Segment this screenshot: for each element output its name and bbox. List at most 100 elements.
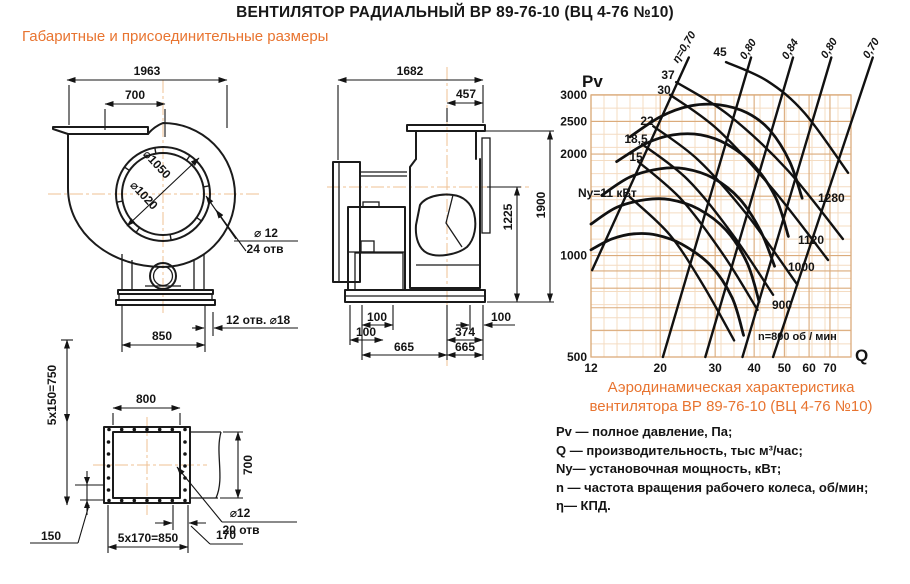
dim-label: 850 [152,329,172,343]
chart-annotation: 18,5 [624,132,648,146]
x-tick-label: 40 [747,361,761,375]
x-tick-label: 12 [584,361,598,375]
dim-overall-width: 1963 [66,64,228,128]
rpm-curve [589,197,761,304]
dim-label: ⌀12 [230,506,251,520]
dim-label: 100 [356,325,376,339]
page-subtitle: Габаритные и присоединительные размеры [22,28,329,45]
dim-label: 1225 [501,203,515,230]
side-view-drawing: 1682 457 [327,64,554,367]
dim-label: 665 [455,340,475,354]
y-tick-label: 1000 [560,249,587,263]
dim-label: 12 отв. ⌀18 [226,313,291,327]
chart-annotation: 15 [629,150,643,164]
dim-overall-length: 1682 [337,64,484,160]
x-tick-label: 70 [823,361,837,375]
x-tick-label: 20 [654,361,668,375]
motor-block [347,201,406,291]
dim-label: 150 [41,529,61,543]
dim-inlet-offset: 700 [104,88,166,137]
dim-label: 700 [241,455,255,475]
legend-heading-1: Аэродинамическая характеристика [607,379,855,396]
dim-outlet-width: 457 [446,87,484,122]
rpm-curve [615,132,790,238]
leader-inlet-holes: ⌀ 12 24 отв [205,195,298,256]
chart-annotation: 30 [657,83,671,97]
base-frame [344,289,486,303]
chart-annotation: n=800 об / мин [758,331,837,343]
x-tick-label: 60 [802,361,816,375]
chart-annotation: 1280 [818,191,845,205]
dim-label: 5x170=850 [118,531,179,545]
efficiency-line [771,56,874,359]
page-title: ВЕНТИЛЯТОР РАДИАЛЬНЫЙ ВР 89-76-10 (ВЦ 4-… [236,4,674,21]
legend-item: Pv — полное давление, Па; [556,424,733,439]
y-tick-label: 3000 [560,88,587,102]
chart-annotation: 0,70 [861,35,883,60]
casing-profile [409,137,491,289]
dim-label: 800 [136,392,156,406]
outlet-duct [406,124,486,160]
power-curve [674,80,845,241]
base-plates [115,289,216,306]
x-tick-label: 30 [708,361,722,375]
dim-label: 457 [456,87,476,101]
y-tick-label: 2500 [560,114,587,128]
power-curve [628,195,736,342]
duct-stub [190,431,222,499]
chart-annotation: η=0,70 [670,29,699,65]
dim-label: 1900 [534,191,548,218]
support-legs [121,254,205,290]
dim-label: 374 [455,325,475,339]
dim-label: 100 [491,310,511,324]
dim-bolt-rows: 5x150=750 [45,339,73,506]
shaft-circle [145,262,181,290]
chart-legend: Аэродинамическая характеристика вентилят… [556,378,906,516]
dim-label: ⌀1050 [140,147,174,182]
dim-pitch-170: 170 [155,505,243,545]
rpm-curve [600,166,776,268]
dim-axis-height: 1225 [487,186,521,303]
dim-base-width: 850 [121,305,206,352]
dim-width-top: 800 [112,392,181,425]
dim-label: ⌀ 12 [254,226,278,240]
dim-base-rows: 100 100 100 374 665 665 [349,305,515,360]
legend-item: Ny— установочная мощность, кВт; [556,461,782,476]
chart-annotation: 22 [640,114,654,128]
inlet-collar [332,161,407,283]
dim-overall-height: 1900 [485,130,554,303]
chart-annotation: 900 [772,298,792,312]
chart-annotation: 0,80 [738,36,760,61]
flange-body [103,426,191,504]
rpm-curve [628,102,804,200]
casing-outline [67,122,236,268]
chart-annotation: Q [855,346,868,365]
chart-annotation: Ny=11 кВт [578,186,637,200]
dim-height-side: 700 [220,431,255,499]
chart-annotation: 1000 [788,260,815,274]
dim-label: 665 [394,340,414,354]
power-curve [636,160,759,312]
dim-label: 100 [367,310,387,324]
leader-flange-holes: ⌀12 20 отв [176,466,297,537]
chart-annotation: 1120 [798,233,824,247]
chart-annotation: 0,80 [819,35,841,60]
dim-label: 1682 [397,64,424,78]
legend-item: Q — производительность, тыс м³/час; [556,442,803,458]
dim-bolt-pitch: 5x170=850 [107,505,189,553]
chart-annotation: Pv [582,72,603,91]
dim-label: 5x150=750 [45,364,59,425]
y-tick-label: 2000 [560,147,587,161]
dim-label: 20 отв [223,523,260,537]
dim-label: ⌀1020 [127,178,161,213]
x-tick-label: 50 [778,361,792,375]
rpm-curve [589,232,745,337]
power-curve [640,143,775,296]
legend-heading-2: вентилятора ВР 89-76-10 (ВЦ 4-76 №10) [589,398,873,415]
power-curve [724,60,850,175]
y-tick-label: 500 [567,350,587,364]
outlet-flange [52,126,149,135]
legend-items: Pv — полное давление, Па; Q — производит… [556,423,906,516]
